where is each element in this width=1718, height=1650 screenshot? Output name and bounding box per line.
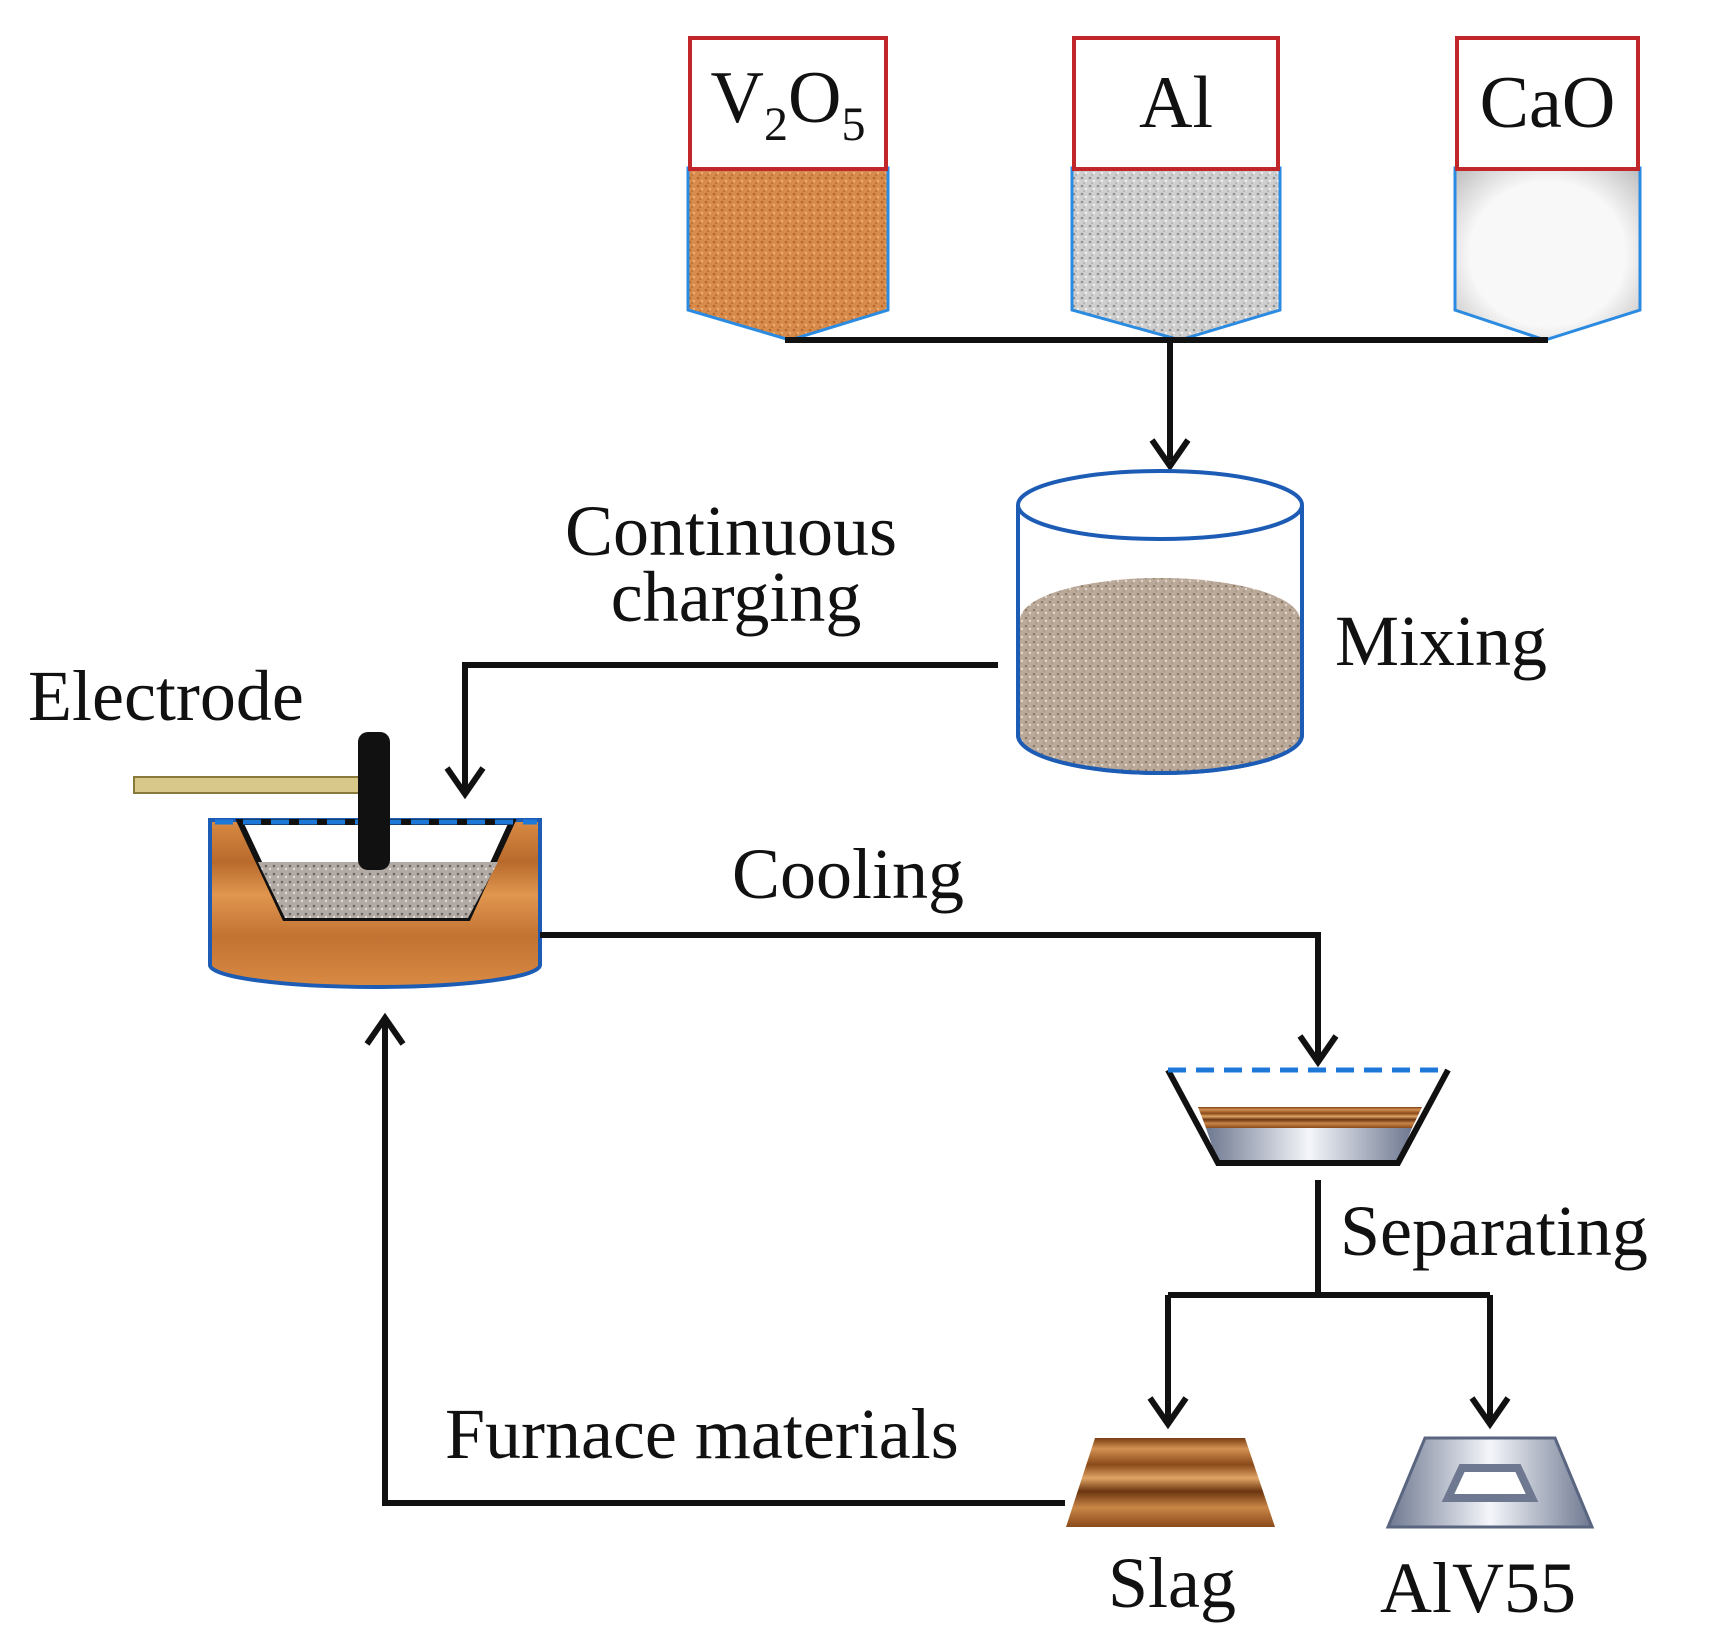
cao-label: CaO (1479, 62, 1616, 144)
cooling-label: Cooling (732, 834, 965, 914)
mixing-drum (1016, 469, 1304, 775)
cooling-arrow (540, 932, 1339, 1068)
separating-vessel (1165, 1067, 1451, 1166)
slag-block (1066, 1438, 1275, 1527)
charging-arrow (444, 662, 998, 800)
hopper-al (1070, 166, 1282, 342)
v2o5-formula: V2O5 (710, 56, 866, 151)
continuous-charging-label: Continuous charging (565, 491, 898, 637)
slag-label: Slag (1108, 1543, 1237, 1623)
separating-label: Separating (1340, 1191, 1648, 1271)
hopper-cao (1453, 166, 1642, 342)
mixing-label: Mixing (1335, 601, 1548, 681)
hopper-label-v2o5: V2O5 (688, 36, 888, 171)
furnace-materials-label: Furnace materials (445, 1394, 959, 1474)
electrode-label: Electrode (28, 656, 304, 736)
hopper-collector-line (785, 337, 1548, 472)
al-label: Al (1139, 62, 1213, 144)
separating-split-arrows (1147, 1180, 1511, 1430)
hopper-v2o5 (686, 166, 890, 342)
alloy-block (1385, 1436, 1595, 1529)
hopper-label-cao: CaO (1455, 36, 1640, 171)
electrode-rod (133, 732, 390, 870)
alloy-label: AlV55 (1380, 1548, 1576, 1628)
recycle-arrow (364, 1012, 1065, 1506)
hopper-label-al: Al (1072, 36, 1280, 171)
